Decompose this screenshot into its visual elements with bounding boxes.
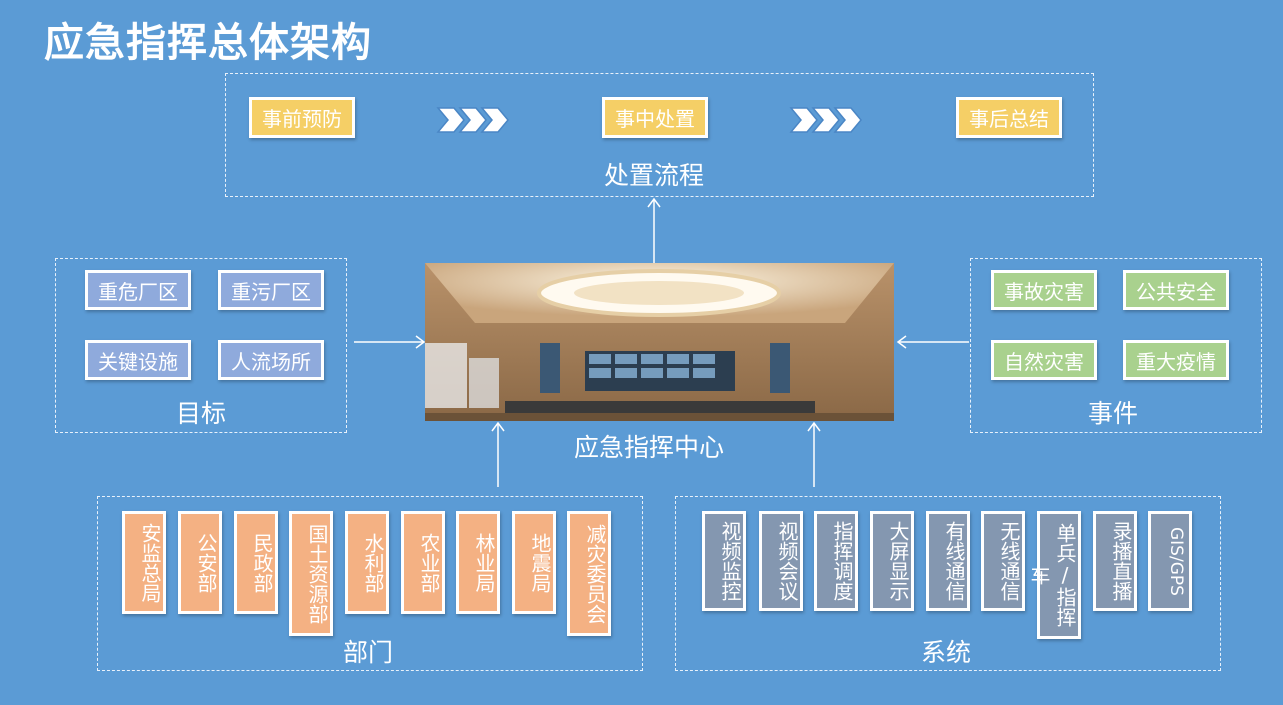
department-item[interactable]: 农业部: [401, 511, 445, 614]
center-caption: 应急指挥中心: [574, 433, 725, 462]
target-panel: [55, 258, 347, 433]
process-caption: 处置流程: [604, 161, 705, 190]
department-item[interactable]: 公安部: [178, 511, 222, 614]
event-panel: [970, 258, 1262, 433]
system-caption: 系统: [921, 638, 972, 667]
department-item[interactable]: 国土资源部: [289, 511, 333, 636]
page-title: 应急指挥总体架构: [44, 20, 372, 66]
department-item[interactable]: 民政部: [234, 511, 278, 614]
event-item[interactable]: 公共安全: [1123, 270, 1229, 310]
arrow-up-icon: [491, 421, 505, 487]
event-caption: 事件: [1088, 399, 1139, 428]
target-item[interactable]: 重污厂区: [218, 270, 324, 310]
event-item[interactable]: 事故灾害: [991, 270, 1097, 310]
system-item[interactable]: 有线通信: [926, 511, 970, 611]
target-caption: 目标: [176, 399, 227, 428]
event-item[interactable]: 重大疫情: [1123, 340, 1229, 380]
department-item[interactable]: 安监总局: [122, 511, 166, 614]
arrow-left-icon: [896, 335, 969, 349]
system-panel: [675, 496, 1221, 671]
event-item[interactable]: 自然灾害: [991, 340, 1097, 380]
system-item[interactable]: GIS/GPS: [1148, 511, 1192, 611]
process-step-before[interactable]: 事前预防: [249, 97, 355, 138]
target-item[interactable]: 关键设施: [85, 340, 191, 380]
department-item[interactable]: 水利部: [345, 511, 389, 614]
department-panel: [97, 496, 643, 671]
process-flow-panel: [225, 73, 1094, 197]
system-item[interactable]: 指挥调度: [814, 511, 858, 611]
arrow-right-icon: [354, 335, 426, 349]
system-item[interactable]: 视频会议: [759, 511, 803, 611]
arrow-up-icon: [807, 421, 821, 487]
process-step-after[interactable]: 事后总结: [956, 97, 1062, 138]
chevron-arrows-icon: [436, 107, 509, 133]
system-item[interactable]: 大屏显示: [870, 511, 914, 611]
system-item[interactable]: 视频监控: [702, 511, 746, 611]
system-item[interactable]: 单兵/指挥车: [1027, 511, 1081, 639]
system-item[interactable]: 无线通信: [981, 511, 1025, 611]
command-center-image: [425, 263, 894, 421]
chevron-arrows-icon: [789, 107, 862, 133]
department-caption: 部门: [343, 638, 394, 667]
target-item[interactable]: 重危厂区: [85, 270, 191, 310]
department-item[interactable]: 地震局: [512, 511, 556, 614]
process-step-during[interactable]: 事中处置: [602, 97, 708, 138]
system-item[interactable]: 录播直播: [1093, 511, 1137, 611]
target-item[interactable]: 人流场所: [218, 340, 324, 380]
department-item[interactable]: 减灾委员会: [567, 511, 611, 636]
department-item[interactable]: 林业局: [456, 511, 500, 614]
arrow-up-icon: [647, 197, 661, 263]
